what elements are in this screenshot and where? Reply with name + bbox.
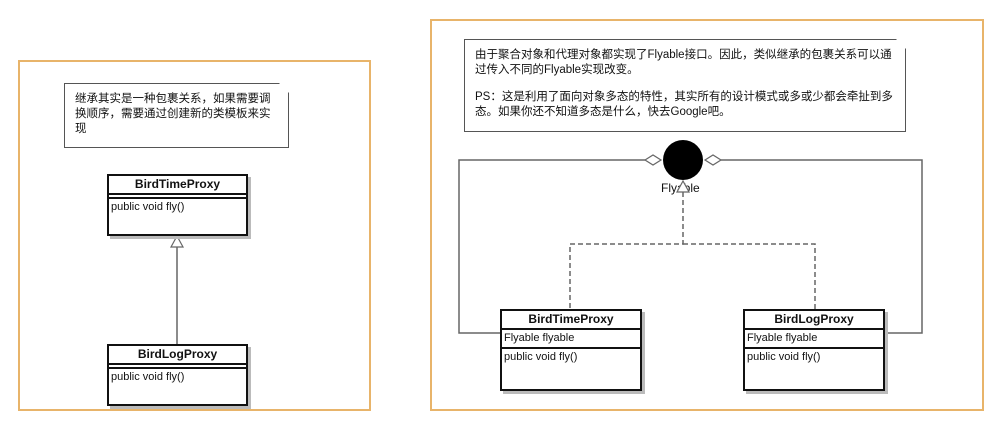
note-text-paragraph-2: PS：这是利用了面向对象多态的特性，其实所有的设计模式或多或少都会牵扯到多态。如… (475, 91, 893, 118)
class-attribute: Flyable flyable (745, 330, 883, 349)
interface-label: Flyable (661, 181, 700, 195)
class-bird-time-proxy-right: BirdTimeProxy Flyable flyable public voi… (500, 309, 642, 391)
aggregation-line-right (721, 159, 923, 334)
class-name: BirdLogProxy (745, 311, 883, 330)
class-attribute: Flyable flyable (502, 330, 640, 349)
right-frame (430, 19, 984, 411)
note-text: 继承其实是一种包裹关系，如果需要调换顺序，需要通过创建新的类模板来实现 (75, 93, 271, 135)
inheritance-arrow-icon (169, 234, 185, 248)
aggregation-diamond-left-icon (643, 154, 663, 166)
class-method: public void fly() (111, 371, 185, 383)
note-left: 继承其实是一种包裹关系，如果需要调换顺序，需要通过创建新的类模板来实现 (64, 83, 289, 148)
aggregation-line-left (458, 159, 645, 334)
class-bird-time-proxy-left: BirdTimeProxy public void fly() (107, 174, 248, 236)
flyable-interface-circle (663, 140, 703, 180)
class-name: BirdLogProxy (109, 346, 246, 365)
realization-line-left (569, 192, 684, 309)
divider (109, 195, 246, 199)
class-name: BirdTimeProxy (109, 176, 246, 195)
left-frame (18, 60, 371, 411)
divider (109, 365, 246, 369)
class-method: public void fly() (504, 351, 578, 363)
aggregation-diamond-right-icon (703, 154, 723, 166)
class-method: public void fly() (111, 201, 185, 213)
class-bird-log-proxy-left: BirdLogProxy public void fly() (107, 344, 248, 406)
class-method: public void fly() (747, 351, 821, 363)
note-text-paragraph-1: 由于聚合对象和代理对象都实现了Flyable接口。因此，类似继承的包裹关系可以通… (475, 49, 892, 76)
class-bird-log-proxy-right: BirdLogProxy Flyable flyable public void… (743, 309, 885, 391)
realization-line-right (683, 243, 816, 309)
class-name: BirdTimeProxy (502, 311, 640, 330)
note-right: 由于聚合对象和代理对象都实现了Flyable接口。因此，类似继承的包裹关系可以通… (464, 39, 906, 132)
